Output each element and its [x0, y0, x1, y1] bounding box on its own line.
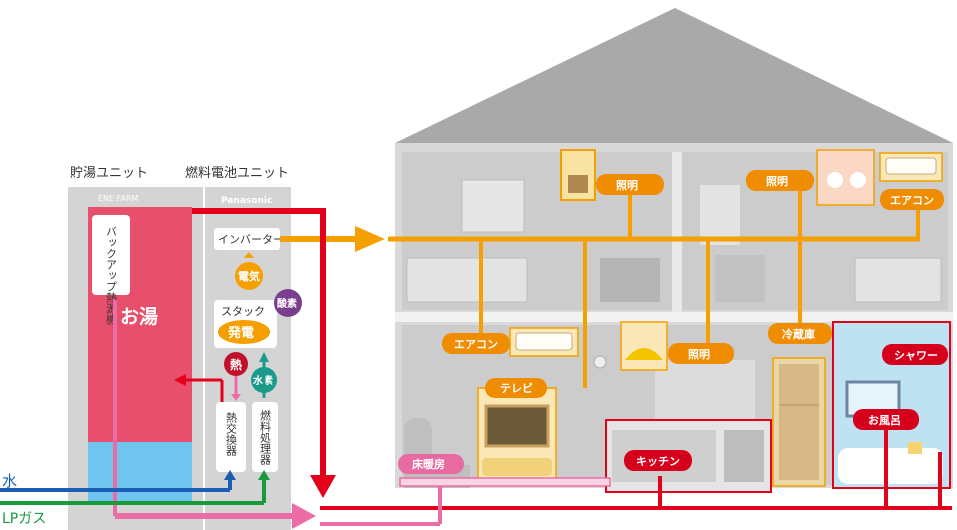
light-fixture-upper	[560, 149, 596, 201]
storage-unit-label: 貯湯ユニット	[70, 166, 148, 181]
heat-exchanger-box	[216, 402, 246, 472]
pill-aircon-upper	[880, 189, 944, 210]
lighting-2-label: 照明	[766, 175, 788, 188]
pill-kitchen	[624, 450, 692, 471]
tv-stand	[482, 458, 552, 476]
electricity-label: 電気	[238, 269, 260, 283]
light-shade-upper	[568, 175, 588, 193]
panasonic-logo: Panasonic	[221, 196, 272, 206]
fridge-body	[779, 364, 819, 480]
heat-down-arrow	[231, 394, 241, 401]
hydrogen-up-arrow	[259, 352, 269, 362]
hot-water-down-arrow	[310, 475, 336, 498]
refrigerator-unit	[772, 357, 826, 487]
pendant-frame	[620, 321, 668, 371]
input-lines: 水 LPガス	[0, 470, 270, 527]
water-arrow	[224, 470, 236, 480]
fuel-processor-box	[252, 402, 278, 472]
lamp-bulb-left	[827, 172, 843, 188]
pill-lighting-1	[596, 174, 664, 195]
pendant-light	[620, 321, 668, 371]
pill-aircon-lower	[442, 333, 510, 354]
pill-bath	[853, 409, 919, 430]
bath-stool	[908, 442, 922, 454]
cold-water-tank	[88, 442, 192, 502]
desk	[715, 255, 765, 302]
stack-label: スタック	[221, 305, 265, 318]
window-upper-left	[461, 179, 525, 233]
lighting-3-label: 照明	[688, 348, 710, 361]
bedroom-lamp	[816, 149, 875, 206]
tv-label: テレビ	[500, 381, 533, 395]
aircon-lower-label: エアコン	[454, 338, 498, 351]
kitchen-label: キッチン	[636, 455, 680, 468]
pill-floor-heating	[398, 454, 464, 474]
backup-heater-box	[92, 215, 130, 295]
dresser	[600, 258, 660, 302]
bed-upper-left	[406, 257, 528, 303]
enefarm-units: 貯湯ユニット 燃料電池ユニット ENE·FARM Panasonic お湯 バッ…	[68, 165, 302, 530]
pill-lighting-3	[668, 343, 734, 364]
wall-separator	[672, 152, 682, 312]
fuel-processor-label: 燃料処理器	[259, 409, 272, 466]
pill-shower	[882, 344, 948, 365]
shower-label: シャワー	[894, 349, 938, 362]
pill-lighting-2	[746, 170, 814, 191]
hot-water-flow	[192, 208, 952, 510]
aircon-lower-body	[515, 332, 573, 351]
water-label: 水	[2, 472, 17, 490]
pill-tv	[485, 378, 547, 398]
cabinet	[655, 360, 755, 420]
inverter-box	[214, 228, 280, 250]
aircon-upper-body	[885, 157, 937, 175]
bed-upper-right	[854, 257, 942, 303]
gas-arrow	[258, 470, 270, 480]
heat-badge	[224, 352, 248, 376]
heat-to-tank-arrow	[174, 374, 186, 386]
floor-heating-label: 床暖房	[412, 457, 445, 471]
inverter-label: インバーター	[218, 233, 284, 246]
heat-label: 熱	[230, 357, 242, 372]
bath-label: お風呂	[868, 414, 901, 427]
lamp-bulb-right	[850, 172, 866, 188]
heat-exchanger-label: 熱交換器	[225, 412, 238, 457]
tv-unit	[477, 387, 557, 481]
pill-refrigerator	[768, 323, 832, 344]
power-generation-label: 発電	[227, 325, 254, 341]
pendant-shade	[625, 348, 663, 360]
inverter-output-arrow	[355, 226, 385, 252]
floor-heat-arrow	[292, 503, 316, 529]
aircon-lower-unit	[509, 327, 579, 357]
tv-screen	[484, 404, 550, 448]
floor-divider	[395, 312, 953, 322]
aircon-upper-label: エアコン	[890, 194, 934, 207]
house-roof	[395, 8, 953, 143]
floor-heat-flow	[113, 300, 611, 529]
oxygen-badge	[274, 289, 302, 317]
electricity-badge	[235, 262, 263, 290]
fuelcell-unit-label: 燃料電池ユニット	[185, 165, 289, 181]
enefarm-logo: ENE·FARM	[98, 194, 139, 203]
window-upper-right	[700, 185, 740, 245]
electricity-arrow	[244, 252, 254, 258]
refrigerator-label: 冷蔵庫	[782, 327, 815, 341]
floor-heating-panel	[399, 477, 611, 487]
aircon-upper-unit	[879, 152, 943, 182]
wall-clock	[593, 355, 607, 369]
power-generation-glow	[218, 320, 270, 344]
lighting-1-label: 照明	[616, 179, 638, 192]
lpgas-label: LPガス	[2, 511, 46, 527]
oxygen-label: 酸素	[277, 297, 297, 310]
hot-water-label: お湯	[120, 306, 158, 328]
house-label-pills: 照明 照明 エアコン エアコン 照明 冷蔵庫 テレビ 床暖房 キッチン シャワー…	[398, 170, 948, 474]
bathtub	[838, 448, 943, 484]
kitchen-oven	[724, 430, 764, 482]
